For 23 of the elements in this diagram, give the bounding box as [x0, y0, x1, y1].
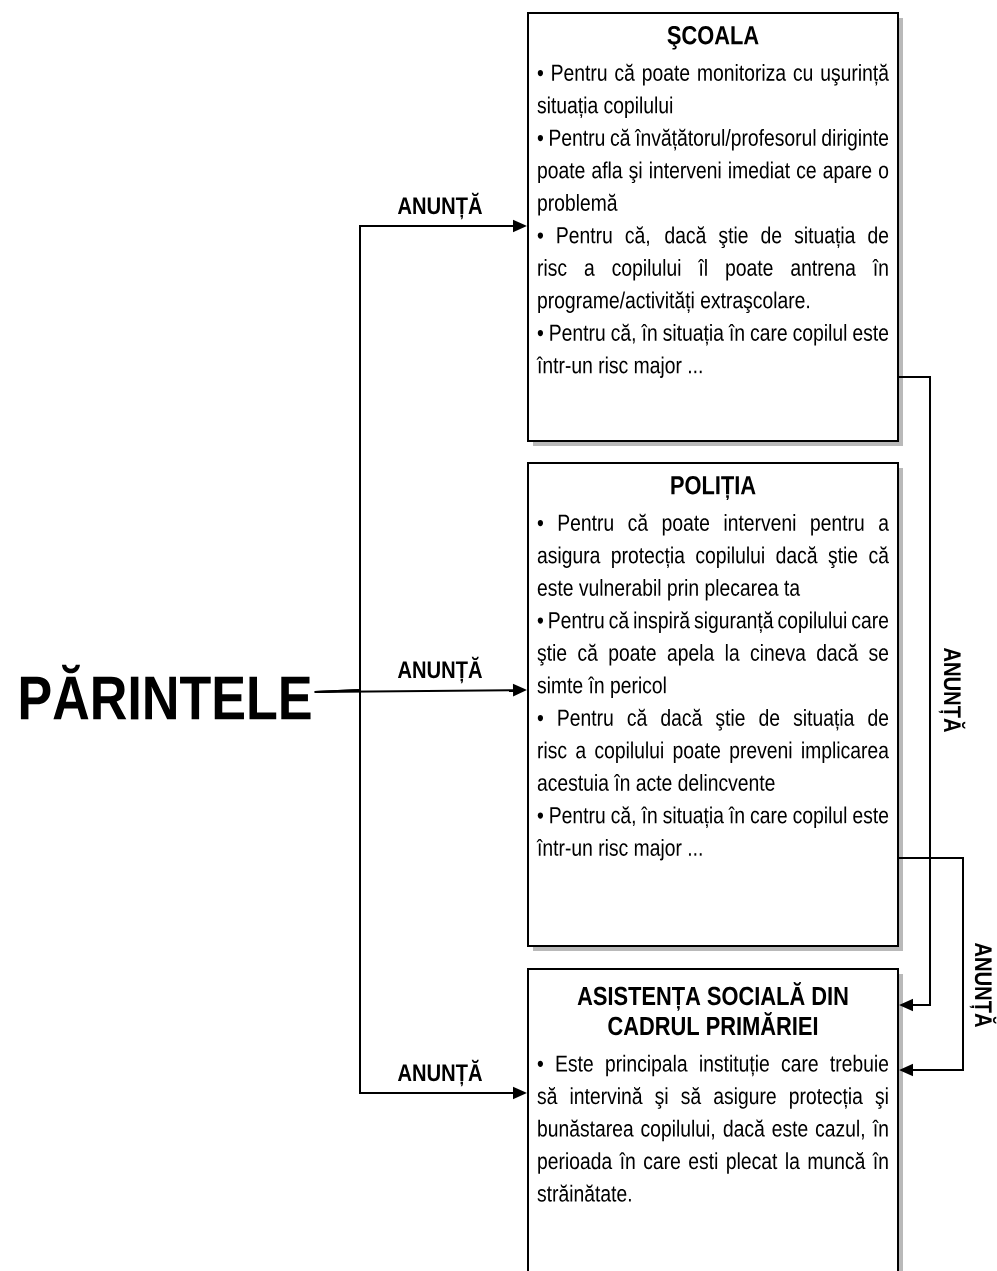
edge-label: ANUNȚĂ — [396, 191, 484, 221]
edge-label: ANUNȚĂ — [396, 655, 484, 685]
bullet-text: • Pentru că, în situația în care copilul este într-un risc major ... — [536, 806, 889, 861]
title-text: PĂRINTELE — [20, 664, 311, 720]
edge-label: ANUNȚĂ — [968, 941, 997, 1029]
bullet-text: • Pentru că, în situația în care copilul este într-un risc major ... — [536, 323, 889, 378]
bullet-text: • Pentru că învățătorul/profesorul diriginte poate afla şi interveni imediat ce apare o problemă — [537, 128, 889, 216]
bullet-text: • Pentru că poate interveni pentru a asigura protecția copilului dacă ştie că este vulnerabil prin plecarea ta — [537, 513, 889, 601]
bullet-text: • Pentru că poate monitoriza cu uşurință situația copilului — [537, 63, 889, 119]
bullet-text: • Pentru că, dacă ştie de situația de risc a copilului îl poate antrena în programe/activități extraşcolare. — [537, 226, 889, 314]
bullet-text: • Este principala instituție care trebuie să intervină şi să asigure protecția şi bunăstarea copilului, dacă este cazul, în perioada în care esti plecat la muncă în străinătate. — [537, 1054, 889, 1202]
connector-arrow — [898, 376, 931, 1012]
info-box — [527, 12, 903, 446]
info-box — [527, 462, 903, 951]
box-heading: POLIȚIA — [671, 476, 756, 500]
info-box — [527, 968, 903, 1271]
bullet-text: • Pentru că inspiră siguranță copilului care ştie că poate apela la cineva dacă se simte în pericol — [537, 611, 889, 698]
connector-arrow — [898, 857, 964, 1077]
box-heading: ŞCOALA — [667, 26, 759, 50]
edge-label: ANUNȚĂ — [396, 1058, 484, 1088]
edge-label: ANUNȚĂ — [937, 646, 967, 734]
box-heading: ASISTENȚA SOCIALĂ DIN CADRUL PRIMĂRIEI — [577, 982, 848, 1036]
bullet-text: • Pentru că dacă ştie de situația de risc a copilului poate preveni implicarea acestuia în acte delincvente — [537, 708, 889, 791]
